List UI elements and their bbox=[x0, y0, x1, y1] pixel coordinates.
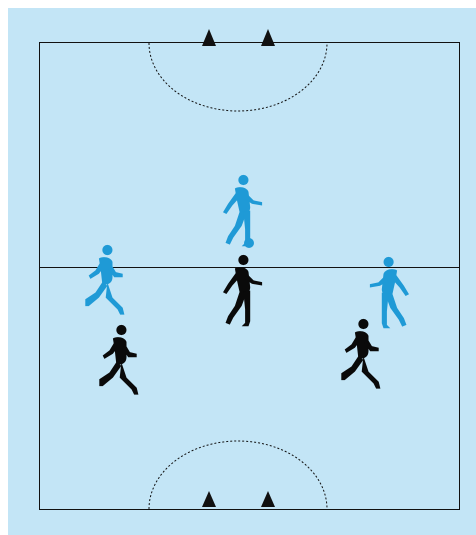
ball-icon bbox=[244, 238, 254, 248]
